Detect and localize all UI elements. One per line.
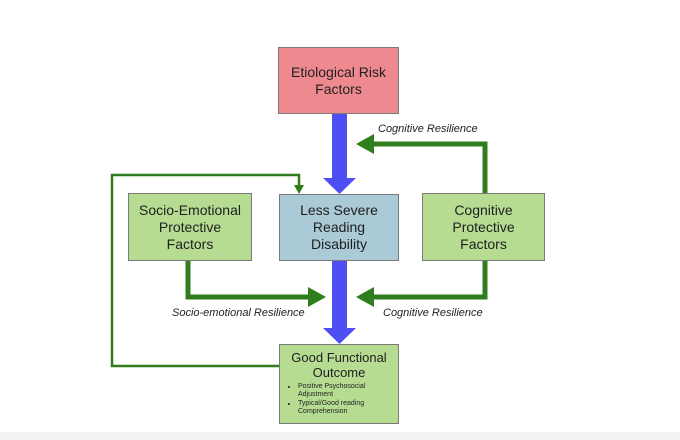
arrow-socio-to-outcome-path: [185, 261, 310, 300]
bottom-strip: [0, 432, 680, 440]
edge-label-cognitive-resilience-bottom: Cognitive Resilience: [383, 307, 483, 319]
node-less-severe-reading-disability: Less Severe Reading Disability: [279, 194, 399, 261]
outcome-bullet-list: Positive Psychosocial Adjustment Typical…: [284, 383, 394, 417]
outcome-bullet-item: Typical/Good reading Comprehension: [298, 400, 394, 416]
edge-label-socio-emotional-resilience: Socio-emotional Resilience: [172, 307, 305, 319]
arrow-lsrd-to-outcome: [323, 261, 356, 344]
node-socio-emotional-protective-factors: Socio-Emotional Protective Factors: [128, 193, 252, 261]
arrow-feedback-loop-path: [110, 173, 301, 368]
edge-label-cognitive-resilience-top: Cognitive Resilience: [378, 123, 478, 135]
outcome-bullet-item: Positive Psychosocial Adjustment: [298, 383, 394, 399]
node-socio-emotional-protective-factors-label: Socio-Emotional Protective Factors: [139, 201, 241, 252]
node-good-functional-outcome-title: Good Functional Outcome: [291, 350, 387, 380]
arrow-cog-to-outcome-head: [356, 287, 374, 307]
node-less-severe-reading-disability-label: Less Severe Reading Disability: [300, 202, 378, 252]
arrow-cog-to-outcome-path: [372, 261, 488, 300]
node-cognitive-protective-factors-label: Cognitive Protective Factors: [452, 201, 515, 252]
arrow-socio-to-outcome-head: [308, 287, 326, 307]
node-cognitive-protective-factors: Cognitive Protective Factors: [422, 193, 545, 261]
node-good-functional-outcome: Good Functional Outcome Positive Psychos…: [279, 344, 399, 424]
arrow-cog-to-risk-head: [356, 134, 374, 154]
node-etiological-risk-factors: Etiological Risk Factors: [278, 47, 399, 114]
arrow-feedback-loop-head: [294, 185, 304, 194]
arrow-cog-to-risk-path: [372, 141, 488, 193]
node-etiological-risk-factors-label: Etiological Risk Factors: [291, 63, 386, 97]
arrow-risk-to-lsrd: [323, 114, 356, 194]
